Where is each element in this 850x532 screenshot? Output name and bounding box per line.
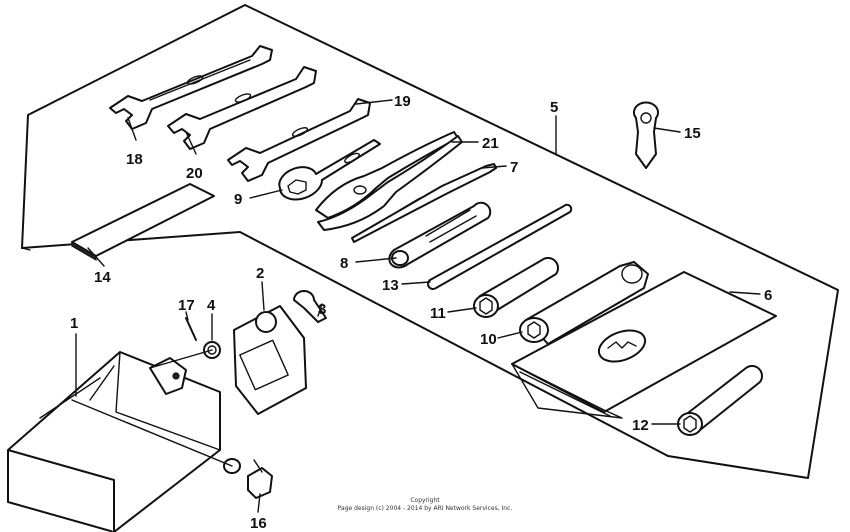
callout-11: 11	[430, 305, 446, 322]
callout-18: 18	[126, 151, 143, 168]
assembly-lines	[71, 349, 233, 467]
wrench-19	[227, 98, 371, 182]
callout-1: 1	[70, 315, 78, 332]
callout-13: 13	[382, 277, 399, 294]
wrench-18	[109, 45, 273, 130]
callout-7: 7	[510, 159, 518, 176]
callout-21: 21	[482, 135, 499, 152]
callout-8: 8	[340, 255, 348, 272]
screwdriver-handle-8	[388, 201, 492, 269]
copyright-title: Copyright	[410, 497, 440, 504]
box-wrench-9	[278, 139, 381, 201]
callout-16: 16	[250, 515, 267, 532]
callout-9: 9	[234, 191, 242, 208]
callout-4: 4	[207, 297, 216, 314]
tool-box-1	[7, 351, 221, 532]
callout-19: 19	[394, 93, 411, 110]
callout-17: 17	[178, 297, 195, 314]
screwdriver-7	[351, 163, 497, 243]
callout-15: 15	[684, 125, 701, 142]
callout-numbers: 1 2 3 4 5 6 7 8 9 10 11 12 13 14 15 16 1…	[70, 93, 772, 532]
callout-2: 2	[256, 265, 264, 282]
rod-13	[427, 203, 573, 290]
socket-wrench-11	[473, 257, 559, 318]
pin-17	[185, 317, 197, 341]
callout-6: 6	[764, 287, 772, 304]
spark-plug-wrench-12	[677, 365, 763, 436]
callout-10: 10	[480, 331, 497, 348]
tool-strip-14	[71, 183, 215, 262]
bolt-16	[223, 458, 273, 499]
callout-12: 12	[632, 417, 649, 434]
callout-14: 14	[94, 269, 111, 286]
callout-3: 3	[318, 301, 326, 318]
copyright-footer: Copyright Page design (c) 2004 - 2014 by…	[338, 497, 513, 512]
copyright-line: Page design (c) 2004 - 2014 by ARI Netwo…	[338, 505, 513, 512]
pliers-21	[315, 131, 463, 231]
leader-lines	[75, 99, 761, 513]
tool-pouch-6	[511, 271, 777, 419]
grip-15	[633, 101, 659, 169]
lock-assembly-2	[233, 305, 307, 415]
callout-5: 5	[550, 99, 558, 116]
callout-20: 20	[186, 165, 203, 182]
